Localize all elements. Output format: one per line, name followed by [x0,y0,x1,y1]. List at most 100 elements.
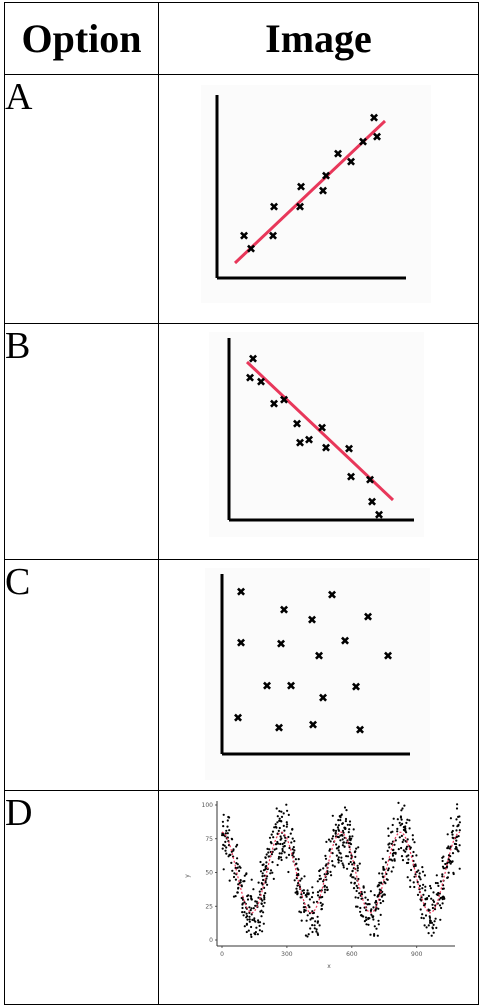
scatter-point [449,817,452,820]
scatter-marker: ✖ [304,433,314,447]
scatter-point [226,819,229,822]
scatter-point [337,845,340,848]
scatter-point [284,839,287,842]
scatter-point [248,911,251,914]
scatter-marker: ✖ [314,649,324,663]
scatter-point [449,860,452,863]
scatter-point [224,832,227,835]
scatter-point [243,911,246,914]
scatter-point [245,873,248,876]
scatter-point [382,900,385,903]
scatter-point [457,850,460,853]
scatter-point [363,920,366,923]
scatter-point [355,884,358,887]
scatter-point [325,840,328,843]
scatter-point [321,895,324,899]
scatter-point [351,835,354,838]
scatter-point [256,933,259,936]
scatter-point [257,881,260,884]
scatter-point [458,829,461,832]
scatter-marker: ✖ [262,679,272,693]
scatter-point [373,894,376,897]
scatter-point [342,841,345,844]
scatter-point [430,897,433,900]
scatter-point [392,817,395,820]
scatter-point [243,880,246,883]
scatter-point [310,896,314,899]
scatter-point [272,877,275,880]
scatter-point [400,818,403,821]
scatter-marker: ✖ [246,242,256,256]
scatter-point [245,930,248,934]
scatter-point [374,899,378,903]
scatter-point [366,903,369,906]
scatter-point [411,838,414,841]
scatter-marker: ✖ [351,680,361,694]
scatter-marker: ✖ [321,441,331,455]
scatter-point [441,898,444,901]
scatter-point [342,831,345,834]
scatter-point [382,865,385,869]
scatter-point [333,865,336,868]
scatter-point [269,869,273,872]
scatter-point [337,819,340,822]
scatter-point [239,881,242,884]
scatter-point [258,921,262,924]
scatter-point [296,867,299,870]
scatter-point [331,864,334,867]
scatter-point [257,919,260,922]
scatter-point [402,849,405,852]
scatter-point [262,863,265,866]
scatter-point [455,843,458,846]
scatter-point [246,918,249,921]
scatter-point [336,826,339,829]
scatter-point [329,840,332,843]
scatter-point [432,891,435,894]
scatter-point [394,839,397,842]
scatter-point [325,878,328,881]
scatter-point [265,864,268,868]
plot-background [172,796,462,996]
scatter-point [433,908,437,911]
scatter-point [349,860,352,864]
scatter-point [421,913,424,916]
scatter-point [405,848,408,851]
scatter-point [315,928,318,931]
scatter-point [257,896,260,899]
y-tick-label: 50 [205,870,213,877]
option-label-d: D [4,790,159,1005]
scatter-point [343,845,346,848]
scatter-point [457,823,460,826]
scatter-point [341,862,344,865]
scatter-point [436,882,439,885]
scatter-marker: ✖ [383,649,393,663]
scatter-marker: ✖ [296,180,306,194]
scatter-point [222,868,225,871]
scatter-point [341,844,344,847]
scatter-point [402,826,405,829]
scatter-point [278,810,281,813]
scatter-point [316,880,319,883]
scatter-point [257,921,260,924]
scatter-point [227,815,230,819]
scatter-point [367,923,370,926]
scatter-point [238,865,241,868]
scatter-point [275,847,278,850]
scatter-point [429,887,432,890]
scatter-point [341,822,344,825]
scatter-marker: ✖ [333,147,343,161]
scatter-point [250,935,253,938]
scatter-point [393,843,396,846]
scatter-point [223,844,226,847]
scatter-point [303,908,306,912]
scatter-point [311,930,314,934]
scatter-point [322,867,325,870]
scatter-point [315,900,319,903]
scatter-point [304,934,307,937]
scatter-point [446,833,449,836]
scatter-point [239,879,242,882]
scatter-point [386,849,389,852]
scatter-point [414,863,417,866]
scatter-point [254,904,257,907]
scatter-point [400,855,404,858]
